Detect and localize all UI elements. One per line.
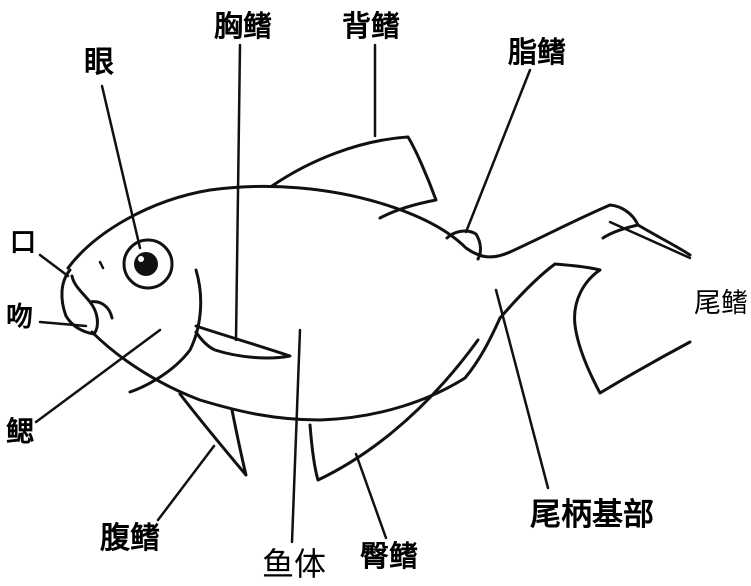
- caudal-fin-leader-line: [608, 220, 692, 260]
- pectoral-fin-label: 胸鳍: [214, 9, 273, 43]
- caudal-fin-label: 尾鳍: [694, 288, 748, 319]
- eye-leader-line: [100, 84, 142, 250]
- anal-fin-outline: [308, 338, 480, 482]
- body-leader-line: [290, 328, 302, 544]
- eye-outer-ring: [122, 238, 174, 290]
- anal-fin-label: 臀鳍: [360, 539, 419, 573]
- gill-leader-line: [34, 328, 162, 424]
- nostril-mark: [98, 260, 105, 270]
- pelvic-fin-label: 腹鳍: [100, 521, 160, 556]
- caudal-peduncle-base-label: 尾柄基部: [530, 497, 654, 533]
- eye-label: 眼: [84, 45, 114, 80]
- gill-label: 鳃: [6, 415, 35, 448]
- pelvic-fin-outline: [178, 392, 248, 477]
- dorsal-fin-label: 背鳍: [342, 9, 401, 43]
- snout-leader-line: [38, 320, 88, 328]
- adipose-fin-outline: [445, 229, 482, 261]
- mouth-label: 口: [10, 228, 37, 258]
- adipose-fin-leader-line: [464, 68, 532, 234]
- adipose-fin-label: 脂鳍: [508, 35, 567, 69]
- pectoral-fin-leader-line: [234, 43, 242, 342]
- body-label: 鱼体: [262, 545, 327, 583]
- mouth-leader-line: [38, 253, 70, 278]
- caudal-peduncle-leader-line: [494, 288, 550, 490]
- pelvic-fin-leader-line: [156, 444, 216, 522]
- eye-highlight: [138, 256, 144, 262]
- snout-line: [88, 300, 114, 320]
- dorsal-fin-outline: [270, 135, 438, 220]
- body-upper-outline: [66, 184, 612, 270]
- caudal-fin-inner: [601, 223, 640, 240]
- snout-label: 吻: [6, 302, 33, 333]
- body-lower-outline: [90, 316, 502, 422]
- gill-cover-line: [128, 268, 203, 394]
- anal-fin-leader-line: [354, 452, 388, 540]
- mouth-outline: [60, 268, 99, 336]
